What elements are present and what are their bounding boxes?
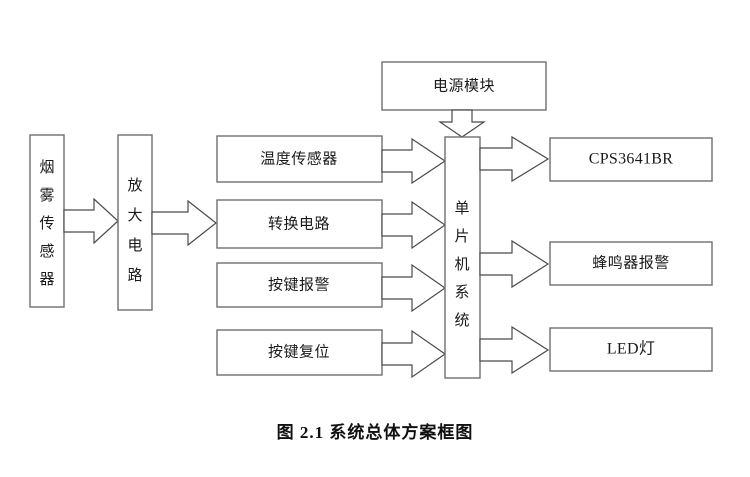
- arrow-smoke-to-amplifier: [63, 197, 119, 245]
- conversion-circuit-box: [216, 199, 383, 249]
- arrow-mcu-to-display: [479, 135, 550, 183]
- block-amplifier: 放 大 电 路: [117, 134, 153, 311]
- amplifier-label-char-3: 路: [127, 267, 142, 284]
- arrow-amplifier-to-conversion: [151, 199, 217, 247]
- power-module-box: [381, 61, 547, 111]
- key-reset-label: 按键复位: [268, 342, 330, 360]
- block-key-reset: 按键复位: [216, 329, 383, 376]
- amplifier-label-char-1: 大: [127, 207, 142, 224]
- key-alarm-label: 按键报警: [268, 276, 330, 293]
- right-block-arrow-icon: [381, 329, 447, 379]
- key-reset-box: [216, 329, 383, 376]
- block-power-module: 电源模块: [381, 61, 547, 111]
- right-block-arrow-icon: [479, 135, 550, 183]
- arrow-temperature-to-mcu: [381, 137, 447, 185]
- temperature-sensor-label: 温度传感器: [260, 150, 338, 167]
- amplifier-box: [117, 134, 153, 311]
- block-smoke-sensor: 烟 雾 传 感 器: [29, 134, 65, 308]
- mcu-label-char-4: 统: [454, 312, 469, 329]
- figure-caption: 图 2.1 系统总体方案框图: [276, 423, 474, 442]
- smoke-sensor-box: [29, 134, 65, 308]
- led-lamp-box: [549, 327, 713, 372]
- smoke-sensor-label-char-2: 传: [39, 215, 54, 232]
- key-alarm-box: [216, 262, 383, 308]
- block-buzzer-alarm: 蜂鸣器报警: [549, 241, 713, 286]
- right-block-arrow-icon: [151, 199, 217, 247]
- amplifier-label-char-0: 放: [127, 177, 142, 194]
- block-display: CPS3641BR: [549, 137, 713, 182]
- block-mcu-system: 单 片 机 系 统: [444, 136, 481, 379]
- mcu-label-char-0: 单: [454, 200, 469, 217]
- arrow-power-to-mcu: [438, 109, 486, 138]
- block-key-alarm: 按键报警: [216, 262, 383, 308]
- conversion-circuit-label: 转换电路: [268, 215, 330, 232]
- mcu-label-char-3: 系: [454, 284, 469, 301]
- smoke-sensor-label-char-4: 器: [39, 272, 54, 288]
- arrow-conversion-to-mcu: [381, 200, 447, 250]
- amplifier-label-char-2: 电: [127, 237, 142, 254]
- smoke-sensor-label-char-3: 感: [39, 243, 54, 260]
- right-block-arrow-icon: [479, 325, 550, 375]
- right-block-arrow-icon: [479, 239, 550, 289]
- buzzer-alarm-box: [549, 241, 713, 286]
- led-lamp-label: LED灯: [607, 340, 655, 358]
- arrow-mcu-to-buzzer: [479, 239, 550, 289]
- mcu-label-char-2: 机: [454, 256, 469, 273]
- right-block-arrow-icon: [381, 263, 447, 313]
- down-block-arrow-icon: [438, 109, 486, 138]
- block-temperature-sensor: 温度传感器: [216, 135, 383, 183]
- block-led-lamp: LED灯: [549, 327, 713, 372]
- arrow-key-alarm-to-mcu: [381, 263, 447, 313]
- power-module-label: 电源模块: [433, 77, 495, 94]
- smoke-sensor-label-char-1: 雾: [39, 187, 54, 204]
- arrow-key-reset-to-mcu: [381, 329, 447, 379]
- right-block-arrow-icon: [63, 197, 119, 245]
- smoke-sensor-label-char-0: 烟: [39, 159, 54, 176]
- mcu-label-char-1: 片: [454, 228, 469, 245]
- right-block-arrow-icon: [381, 137, 447, 185]
- display-box: [549, 137, 713, 182]
- mcu-system-box: [444, 136, 481, 379]
- right-block-arrow-icon: [381, 200, 447, 250]
- block-conversion-circuit: 转换电路: [216, 199, 383, 249]
- buzzer-alarm-label: 蜂鸣器报警: [592, 254, 670, 271]
- arrow-mcu-to-led: [479, 325, 550, 375]
- display-label: CPS3641BR: [589, 151, 674, 168]
